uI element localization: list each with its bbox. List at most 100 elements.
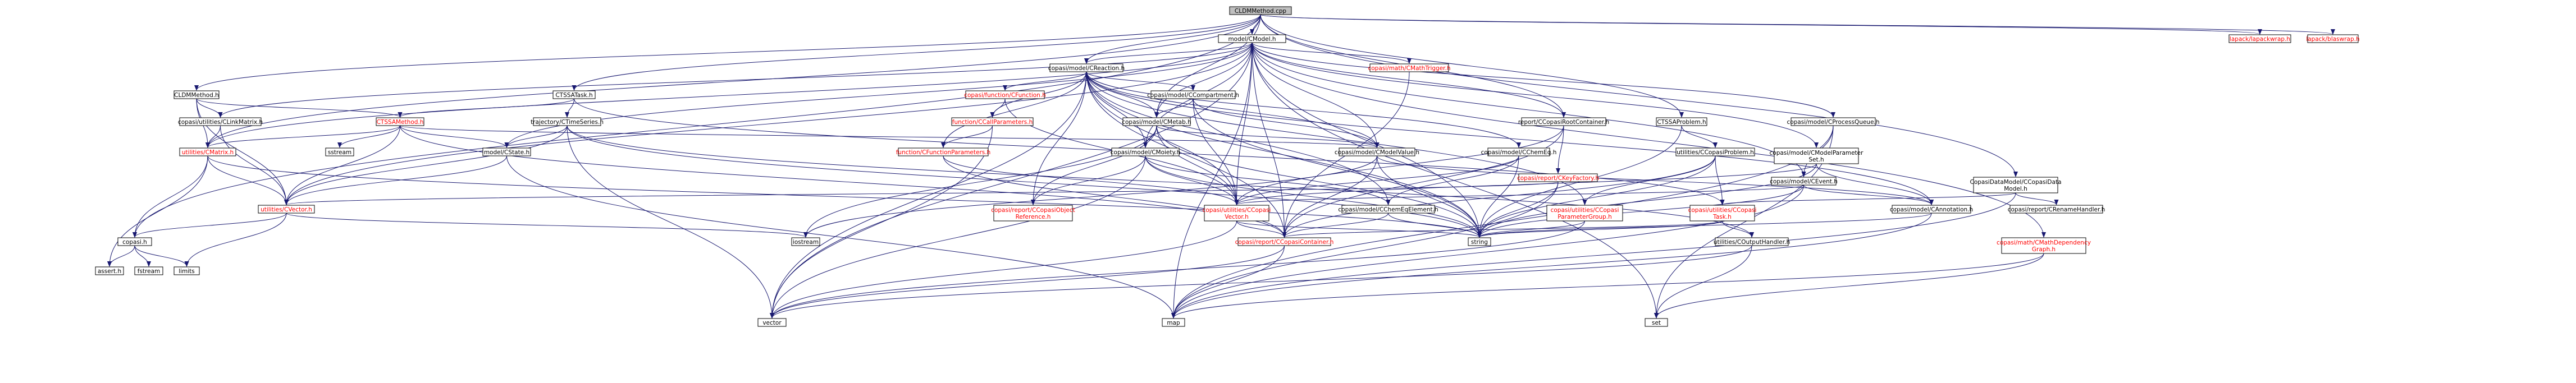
node-lapackh[interactable]: lapack/lapackwrap.h — [2228, 34, 2291, 43]
node-box-limits — [173, 266, 200, 275]
node-root[interactable]: CLDMMethod.cpp — [1229, 6, 1292, 15]
node-cevent[interactable]: copasi/model/CEvent.h — [1770, 177, 1838, 186]
node-blaswrap[interactable]: lapack/blaswrap.h — [2306, 34, 2360, 43]
edge-cmodelvalue-to-cannotation — [1377, 155, 1934, 205]
node-cmathtrigger[interactable]: copasi/math/CMathTrigger.h — [1368, 63, 1451, 72]
edge-layer — [107, 14, 2335, 319]
node-label-cparamgroup-1: ParameterGroup.h — [1558, 214, 1612, 220]
edge-cmodel-to-cmathtrigger — [1252, 42, 1412, 64]
node-cannotation[interactable]: copasi/model/CAnnotation.h — [1890, 205, 1973, 214]
node-copasih[interactable]: copasi.h — [117, 237, 152, 246]
edge-cmodelparamset-to-ccopasivector — [1234, 163, 1817, 205]
edge-creaction-to-ccompartment — [1086, 71, 1195, 91]
node-label-cmodelvalue-0: copasi/model/CModelValue.h — [1335, 149, 1419, 156]
node-ccompartment[interactable]: copasi/model/CCompartment.h — [1147, 90, 1239, 99]
edge-ctimeseries-to-coutputhandler — [567, 125, 1754, 238]
node-set: set — [1645, 318, 1668, 327]
node-clinkmatrix[interactable]: copasi/utilities/CLinkMatrix.h — [178, 117, 263, 126]
node-ctssamethod[interactable]: CTSSAMethod.h — [376, 117, 424, 126]
edge-creaction-to-cchemeq — [1086, 71, 1521, 148]
node-ctssatask[interactable]: CTSSATask.h — [552, 90, 596, 99]
node-creportnamehandler[interactable]: copasi/report/CRenameHandler.h — [2008, 205, 2105, 214]
edge-creportroot-to-ckeyfactory — [1556, 125, 1564, 174]
edge-ccopasitask-to-coutputhandler — [1722, 220, 1754, 238]
edge-cmodel-to-cmetab — [1154, 42, 1253, 118]
node-label-cmathdepgraph-0: copasi/math/CMathDependency — [1997, 239, 2091, 246]
node-ccallparams[interactable]: function/CCallParameters.h — [951, 117, 1034, 126]
node-cldmmethodh[interactable]: CLDMMethod.h — [173, 90, 220, 99]
node-cmetab[interactable]: copasi/model/CMetab.h — [1122, 117, 1191, 126]
node-label-root-0: CLDMMethod.cpp — [1235, 8, 1286, 15]
node-cchemeqelement[interactable]: copasi/model/CChemEqElement.h — [1338, 205, 1438, 214]
node-box-ccopasivector — [1204, 205, 1269, 222]
edge-creaction-to-ccopasiobjref — [1031, 71, 1087, 205]
edge-cvectorh-to-copasih — [133, 213, 287, 238]
edge-ctssatask-to-ctssamethod — [398, 98, 574, 118]
edge-cmodel-to-cmodelparamset — [1252, 42, 1819, 148]
edge-root-to-cmatrix — [205, 14, 1261, 148]
node-cfuncparams[interactable]: function/CFunctionParameters.h — [896, 147, 991, 156]
edge-ctssamethod-to-cmatrix — [205, 125, 400, 148]
node-layer: CLDMMethod.cpp model/CModel.h lapack/lapac… — [95, 6, 2360, 327]
edge-cevent-to-cannotation — [1803, 184, 1934, 205]
node-ccopasicontainer[interactable]: copasi/report/CCopasiContainer.h — [1235, 237, 1334, 246]
node-box-string — [1468, 237, 1491, 246]
node-coutputhandler[interactable]: utilities/COutputHandler.h — [1714, 237, 1790, 246]
node-string: string — [1468, 237, 1491, 246]
node-label-cmoiety-0: copasi/model/CMoiety.h — [1111, 149, 1180, 156]
edge-cdatamodel-to-map — [1171, 192, 2016, 319]
node-cvectorh[interactable]: utilities/CVector.h — [258, 205, 315, 214]
node-label-limits-0: limits — [179, 268, 195, 275]
edge-ccopasiproblem-to-ccopasicontainer — [1282, 155, 1716, 238]
edge-copasih-to-fstream — [134, 245, 151, 267]
edge-ccopasiproblem-to-cparamgroup — [1582, 155, 1716, 205]
node-cmodel[interactable]: model/CModel.h — [1218, 34, 1286, 43]
node-box-ccopasiobjref — [993, 205, 1073, 222]
edge-cmodel-to-cprocessqueue — [1252, 42, 1835, 118]
edge-cmatrix-to-assert — [107, 155, 208, 267]
node-cfunction[interactable]: copasi/function/CFunction.h — [964, 90, 1046, 99]
edge-cldmmethodh-to-ctssamethod — [196, 98, 403, 118]
node-label-iostream-0: iostream — [793, 239, 819, 246]
node-ckeyfactory[interactable]: copasi/report/CKeyFactory.h — [1517, 173, 1599, 182]
node-cmodelvalue[interactable]: copasi/model/CModelValue.h — [1335, 147, 1419, 156]
node-label-cmodelparamset-0: copasi/model/CModelParameter — [1770, 150, 1864, 156]
node-label-ccopasivector-0: copasi/utilities/CCopasi — [1203, 207, 1271, 214]
edge-creaction-to-vector — [770, 71, 1087, 319]
node-creportroot[interactable]: report/CCopasiRootContainer.h — [1518, 117, 1609, 126]
edge-cdatamodel-to-ccopasitask — [1720, 192, 2016, 205]
edge-creaction-to-cmetab — [1086, 71, 1159, 118]
node-label-ccompartment-0: copasi/model/CCompartment.h — [1147, 92, 1239, 99]
node-cstate[interactable]: model/CState.h — [482, 147, 531, 156]
node-ctssaproblem[interactable]: CTSSAProblem.h — [1656, 117, 1707, 126]
edge-ckeyfactory-to-map — [1171, 181, 1559, 319]
node-creaction[interactable]: copasi/model/CReaction.h — [1048, 63, 1125, 72]
edge-ccopasicontainer-to-vector — [770, 245, 1285, 319]
node-label-creaction-0: copasi/model/CReaction.h — [1048, 65, 1125, 72]
edge-root-to-creaction — [1084, 14, 1261, 64]
node-sstream: sstream — [325, 147, 354, 156]
edge-creaction-to-cfunction — [1003, 71, 1087, 91]
edge-ctimeseries-to-cvectorh — [284, 125, 568, 205]
node-ccopasiproblem[interactable]: utilities/CCopasiProblem.h — [1675, 147, 1755, 156]
node-label-copasih-0: copasi.h — [122, 239, 147, 246]
node-cprocessqueue[interactable]: copasi/model/CProcessQueue.h — [1787, 117, 1880, 126]
node-cmatrix[interactable]: utilities/CMatrix.h — [179, 147, 236, 156]
edge-cmodel-to-cvectorh — [284, 42, 1253, 205]
node-label-ccopasitask-0: copasi/utilities/CCopasi — [1688, 207, 1757, 214]
node-cchemeq[interactable]: copasi/model/CChemEq.h — [1481, 147, 1557, 156]
node-cmoiety[interactable]: copasi/model/CMoiety.h — [1111, 147, 1180, 156]
node-ctimeseries[interactable]: trajectory/CTimeSeries.h — [531, 117, 604, 126]
edge-cmodel-to-cmatrix — [205, 42, 1253, 148]
node-label-sstream-0: sstream — [328, 149, 351, 156]
edge-cldmmethodh-to-cvectorh — [196, 98, 289, 205]
edge-cmetab-to-string — [1156, 125, 1482, 238]
node-label-string-0: string — [1471, 239, 1488, 246]
